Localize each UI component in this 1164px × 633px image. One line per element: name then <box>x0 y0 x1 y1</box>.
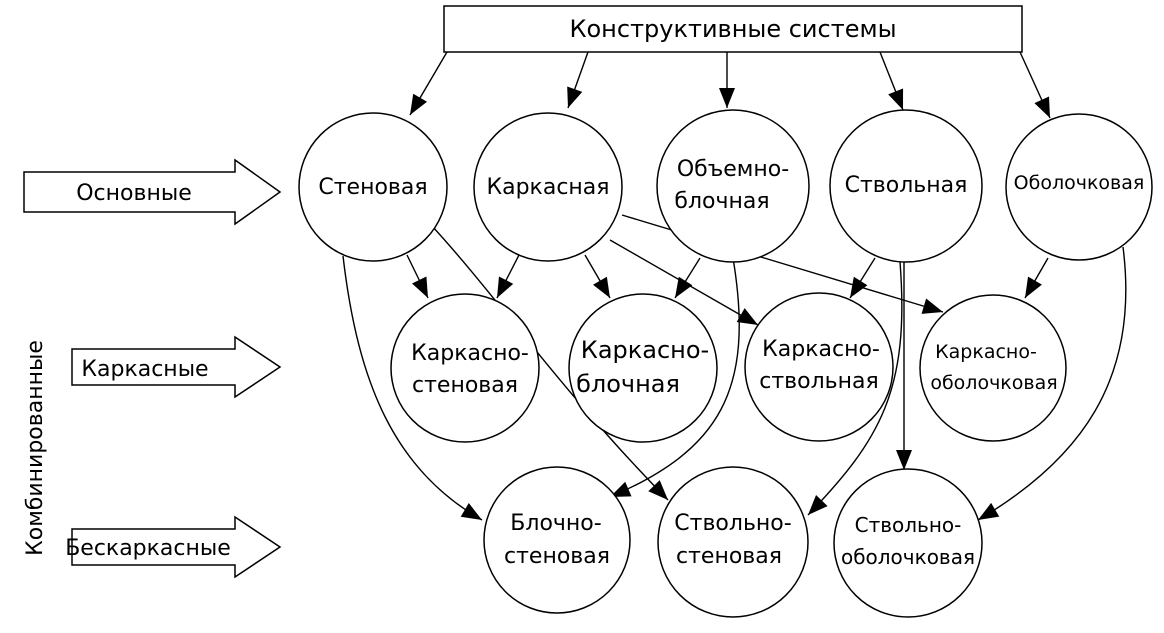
category-combined-label: Комбинированные <box>23 340 48 556</box>
node-karkasno-stvolnaya: Каркасно- ствольная <box>744 292 894 442</box>
node-label-line1: Ствольно- <box>674 511 791 536</box>
node-blochno-stenovaya: Блочно- стеновая <box>483 466 631 614</box>
edge-obemno-b-sten <box>609 257 740 498</box>
node-label-line1: Каркасно- <box>581 336 709 364</box>
node-label-line2: блочная <box>674 189 769 214</box>
node-karkasno-blochnaya: Каркасно- блочная <box>568 293 718 443</box>
arrowhead <box>648 480 668 500</box>
arrowhead <box>888 88 904 110</box>
edge-obolochkovaya-s-obol <box>977 246 1127 521</box>
category-frame-label: Каркасные <box>81 357 208 382</box>
node-label-line2: ствольная <box>759 369 878 394</box>
category-frameless-label: Бескаркасные <box>65 536 231 561</box>
arrowhead <box>497 276 514 298</box>
category-frameless: Бескаркасные <box>65 515 282 579</box>
category-basic-label: Основные <box>76 181 192 206</box>
arrowhead <box>567 86 583 108</box>
node-label-line1: Ствольно- <box>855 513 962 537</box>
arrowhead <box>896 450 912 470</box>
arrowhead <box>978 502 1000 520</box>
node-stvolnaya: Ствольная <box>829 109 983 263</box>
node-label-line1: Каркасно- <box>935 341 1037 363</box>
header-title: Конструктивные системы <box>569 15 896 43</box>
node-stenovaya: Стеновая <box>298 112 448 262</box>
node-karkasno-obolochkovaya: Каркасно- оболочковая <box>919 294 1067 442</box>
node-karkasnaya: Каркасная <box>473 112 623 262</box>
node-karkasno-stenovaya: Каркасно- стеновая <box>390 293 540 443</box>
arrowhead <box>921 298 943 314</box>
node-stvolno-obolochkovaya: Ствольно- оболочковая <box>833 468 983 618</box>
node-label: Каркасная <box>486 175 609 200</box>
arrowhead <box>1025 276 1042 298</box>
node-label-line2: стеновая <box>412 373 518 398</box>
arrowhead <box>675 276 693 298</box>
node-label-line2: стеновая <box>676 544 782 569</box>
arrowhead <box>412 276 428 298</box>
arrowhead <box>736 308 758 325</box>
node-label-line1: Каркасно- <box>762 337 880 362</box>
arrowhead <box>719 88 735 108</box>
header-box: Конструктивные системы <box>443 5 1023 53</box>
node-label-line2: стеновая <box>504 544 610 569</box>
category-frame: Каркасные <box>71 335 282 399</box>
node-label: Ствольная <box>845 173 968 198</box>
node-label-line1: Каркасно- <box>411 341 529 366</box>
node-label-line1: Блочно- <box>510 511 601 536</box>
node-obemno-blochnaya: Объемно- блочная <box>656 109 810 263</box>
arrowheads-layer <box>410 86 1050 520</box>
category-basic: Основные <box>23 158 282 226</box>
arrowhead <box>410 93 428 115</box>
node-label-line1: Объемно- <box>677 157 789 182</box>
edge-stvolnaya-s-sten <box>807 261 903 516</box>
node-label-line2: оболочковая <box>841 545 975 569</box>
arrowhead <box>808 495 828 515</box>
node-label: Оболочковая <box>1014 172 1145 194</box>
arrowhead <box>850 276 868 298</box>
node-label: Стеновая <box>318 175 427 200</box>
node-label-line2: оболочковая <box>930 372 1057 394</box>
arrowhead <box>460 502 482 520</box>
node-stvolno-stenovaya: Ствольно- стеновая <box>657 466 809 618</box>
arrowhead <box>593 276 610 298</box>
node-obolochkovaya: Оболочковая <box>1005 113 1153 261</box>
arrowhead <box>610 481 632 497</box>
node-label-line2: блочная <box>576 370 680 398</box>
arrowhead <box>1034 96 1050 118</box>
edge-stenovaya-b-sten <box>342 255 483 521</box>
